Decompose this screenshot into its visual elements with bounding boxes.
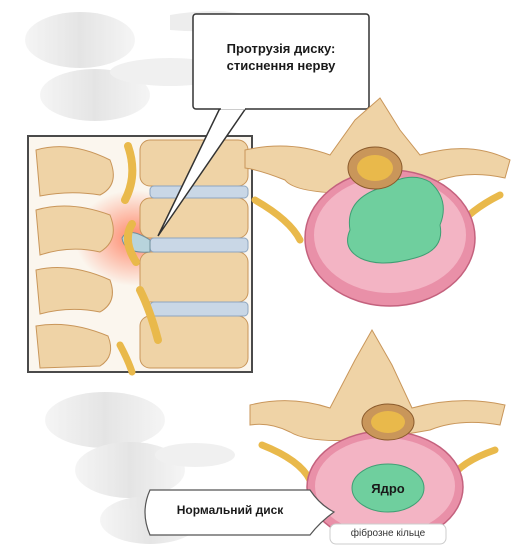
protrusion-callout-text: Протрузія диску: стиснення нерву xyxy=(196,40,366,74)
protrusion-label-line2: стиснення нерву xyxy=(196,57,366,74)
nucleus-label: Ядро xyxy=(358,481,418,497)
herniated-disc-cross-section xyxy=(245,98,510,306)
spine-closeup-inset xyxy=(28,136,252,372)
protrusion-label-line1: Протрузія диску: xyxy=(196,40,366,57)
normal-disc-label: Нормальний диск xyxy=(150,502,310,518)
annulus-label: фіброзне кільце xyxy=(330,528,446,540)
